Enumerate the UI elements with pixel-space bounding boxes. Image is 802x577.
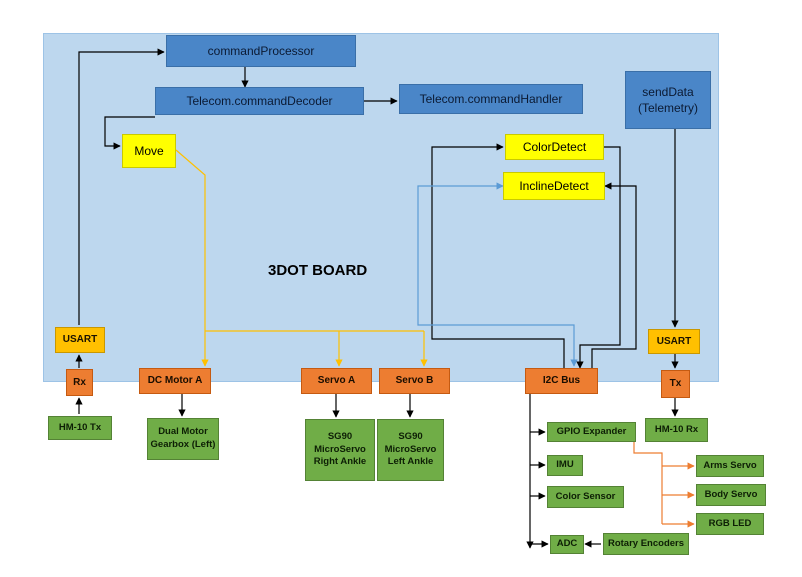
sg90-right-ankle-block[interactable]: SG90 MicroServo Right Ankle xyxy=(305,419,375,481)
hm10-rx-block[interactable]: HM-10 Rx xyxy=(645,418,708,442)
move-block[interactable]: Move xyxy=(122,134,176,168)
wire-decoder-to-move xyxy=(104,116,155,150)
command-processor-block[interactable]: commandProcessor xyxy=(166,35,356,67)
body-servo-block[interactable]: Body Servo xyxy=(696,484,766,506)
color-detect-block[interactable]: ColorDetect xyxy=(505,134,604,160)
wire-move-to-dcmotor xyxy=(175,149,209,367)
rotary-encoders-block[interactable]: Rotary Encoders xyxy=(603,533,689,555)
rgb-led-block[interactable]: RGB LED xyxy=(696,513,764,535)
board-label: 3DOT BOARD xyxy=(268,262,368,279)
wire-colordetect-to-i2c xyxy=(576,146,621,369)
send-data-block[interactable]: sendData (Telemetry) xyxy=(625,71,711,129)
dual-motor-gearbox-block[interactable]: Dual Motor Gearbox (Left) xyxy=(147,418,219,460)
servo-a-block[interactable]: Servo A xyxy=(301,368,372,394)
imu-block[interactable]: IMU xyxy=(547,455,583,476)
wire-usart-to-command-processor xyxy=(78,48,165,325)
wire-gpio-trunk xyxy=(633,440,663,524)
servo-b-block[interactable]: Servo B xyxy=(379,368,450,394)
tx-block[interactable]: Tx xyxy=(661,370,690,398)
gpio-expander-block[interactable]: GPIO Expander xyxy=(547,422,636,442)
usart-right-block[interactable]: USART xyxy=(648,329,700,354)
rx-block[interactable]: Rx xyxy=(66,369,93,396)
sg90-left-ankle-block[interactable]: SG90 MicroServo Left Ankle xyxy=(377,419,444,481)
command-handler-block[interactable]: Telecom.commandHandler xyxy=(399,84,583,114)
command-decoder-block[interactable]: Telecom.commandDecoder xyxy=(155,87,364,115)
color-sensor-block[interactable]: Color Sensor xyxy=(547,486,624,508)
usart-left-block[interactable]: USART xyxy=(55,327,105,353)
wire-incline-feedback xyxy=(417,182,578,367)
arms-servo-block[interactable]: Arms Servo xyxy=(696,455,764,477)
adc-block[interactable]: ADC xyxy=(550,535,584,554)
dc-motor-a-block[interactable]: DC Motor A xyxy=(139,368,211,394)
i2c-bus-block[interactable]: I2C Bus xyxy=(525,368,598,394)
hm10-tx-block[interactable]: HM-10 Tx xyxy=(48,416,112,440)
wire-i2c-to-inclinedetect xyxy=(591,182,637,368)
incline-detect-block[interactable]: InclineDetect xyxy=(503,172,605,200)
